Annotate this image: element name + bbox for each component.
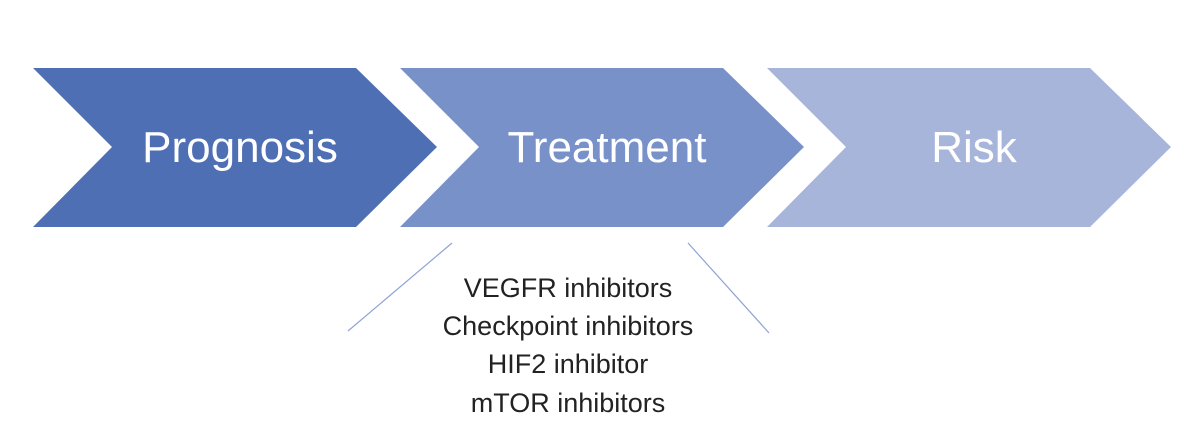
step-treatment: Treatment xyxy=(400,68,804,227)
detail-item-vegfr: VEGFR inhibitors xyxy=(464,273,673,303)
step-prognosis: Prognosis xyxy=(33,68,437,227)
chevron-risk-shape xyxy=(767,68,1171,227)
detail-item-mtor: mTOR inhibitors xyxy=(471,388,666,418)
chevron-prognosis-shape xyxy=(33,68,437,227)
step-label-risk: Risk xyxy=(931,123,1018,172)
step-risk: Risk xyxy=(767,68,1171,227)
treatment-detail-list: VEGFR inhibitors Checkpoint inhibitors H… xyxy=(443,273,694,418)
step-label-treatment: Treatment xyxy=(508,123,707,172)
detail-item-hif2: HIF2 inhibitor xyxy=(488,349,649,379)
connector-line-right xyxy=(687,242,770,334)
chevron-treatment-shape xyxy=(400,68,804,227)
step-label-prognosis: Prognosis xyxy=(142,123,338,172)
connector-line-left xyxy=(347,242,453,332)
detail-item-checkpoint: Checkpoint inhibitors xyxy=(443,311,694,341)
